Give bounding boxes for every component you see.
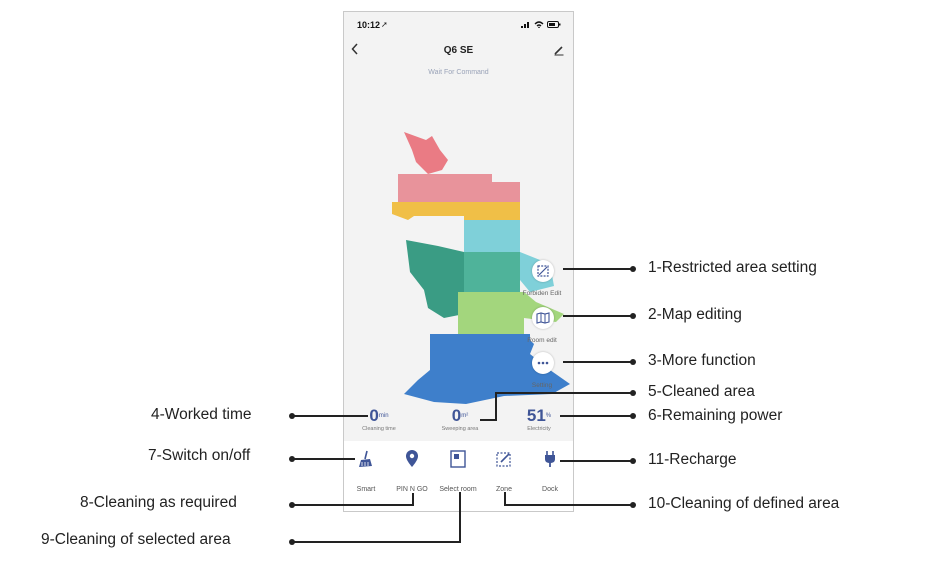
room-green — [458, 292, 564, 334]
smart-button[interactable]: Smart — [344, 441, 388, 493]
stat-sweeping-area-label: Sweeping area — [441, 426, 479, 432]
stat-sweeping-area-value: 0 — [451, 406, 462, 425]
room-yellow — [392, 202, 520, 220]
room-red — [404, 132, 448, 174]
battery-icon — [547, 21, 561, 28]
bottom-toolbar: Smart PIN N GO Select room Zone Dock — [344, 441, 573, 511]
callout-worked-time: 4-Worked time — [151, 406, 252, 423]
callout-line-5 — [480, 392, 633, 421]
stat-electricity-unit: % — [545, 413, 552, 419]
callout-restricted-area: 1-Restricted area setting — [648, 259, 817, 276]
map-icon — [536, 312, 550, 324]
cleaning-map[interactable] — [374, 122, 574, 412]
location-arrow-icon: ➚ — [381, 20, 388, 29]
wifi-icon — [534, 21, 544, 28]
callout-line-10 — [504, 492, 633, 506]
stat-sweeping-area: 0m² Sweeping area — [425, 406, 495, 433]
stat-electricity: 51% Electricity — [504, 406, 573, 433]
callout-remaining-power: 6-Remaining power — [648, 407, 783, 424]
signal-icon — [521, 22, 529, 28]
select-room-button[interactable]: Select room — [436, 441, 480, 493]
dock-button[interactable]: Dock — [528, 441, 572, 493]
room-blue-extension — [524, 334, 534, 354]
stat-electricity-value: 51 — [526, 406, 546, 425]
location-pin-icon — [406, 450, 418, 467]
plug-icon — [545, 451, 555, 467]
status-time: 10:12 — [357, 20, 381, 30]
pin-n-go-label: PIN N GO — [396, 486, 428, 493]
room-darkteal — [406, 240, 464, 318]
status-text: Wait For Command — [428, 69, 489, 76]
callout-more-function: 3-More function — [648, 352, 756, 369]
zone-icon — [496, 452, 511, 467]
room-pink — [398, 174, 520, 202]
room-edit-button[interactable] — [532, 307, 554, 329]
broom-icon — [359, 450, 372, 467]
callout-line-9 — [292, 492, 461, 543]
stat-cleaning-time-unit: min — [378, 413, 389, 419]
edit-pencil-icon[interactable] — [553, 43, 565, 61]
callout-recharge: 11-Recharge — [648, 451, 737, 468]
callout-cleaned-area: 5-Cleaned area — [648, 383, 755, 400]
callout-switch-on-off: 7-Switch on/off — [148, 447, 251, 464]
zone-button[interactable]: Zone — [482, 441, 526, 493]
callout-line-8 — [292, 493, 414, 506]
forbidden-edit-label: Forbiden Edit — [522, 290, 562, 297]
room-blue — [404, 334, 570, 404]
callout-defined-area: 10-Cleaning of defined area — [648, 495, 840, 512]
pin-n-go-button[interactable]: PIN N GO — [390, 441, 434, 493]
forbidden-edit-button[interactable] — [532, 260, 554, 282]
setting-label: Setting — [531, 382, 553, 389]
setting-button[interactable] — [532, 352, 554, 374]
callout-map-editing: 2-Map editing — [648, 306, 742, 323]
stat-sweeping-area-unit: m² — [461, 413, 469, 419]
callout-selected-area: 9-Cleaning of selected area — [41, 531, 231, 548]
stat-cleaning-time: 0min Cleaning time — [344, 406, 414, 433]
stat-electricity-label: Electricity — [527, 426, 551, 432]
zone-label: Zone — [496, 486, 512, 493]
dock-label: Dock — [542, 486, 558, 493]
room-select-icon — [450, 450, 466, 468]
phone-screen: 10:12 ➚ Q6 SE Wait For Command Forbiden … — [343, 11, 574, 512]
callout-cleaning-as-required: 8-Cleaning as required — [80, 494, 237, 511]
more-dots-icon — [537, 361, 549, 365]
room-teal — [464, 252, 520, 292]
forbidden-zone-icon — [537, 265, 549, 277]
room-edit-label: Room edit — [527, 337, 557, 344]
status-icons — [521, 21, 561, 28]
smart-label: Smart — [356, 486, 376, 493]
back-icon[interactable] — [351, 42, 359, 58]
stat-cleaning-time-value: 0 — [369, 406, 379, 425]
page-title: Q6 SE — [443, 45, 474, 56]
stat-cleaning-time-label: Cleaning time — [362, 426, 396, 432]
select-room-label: Select room — [439, 486, 477, 493]
